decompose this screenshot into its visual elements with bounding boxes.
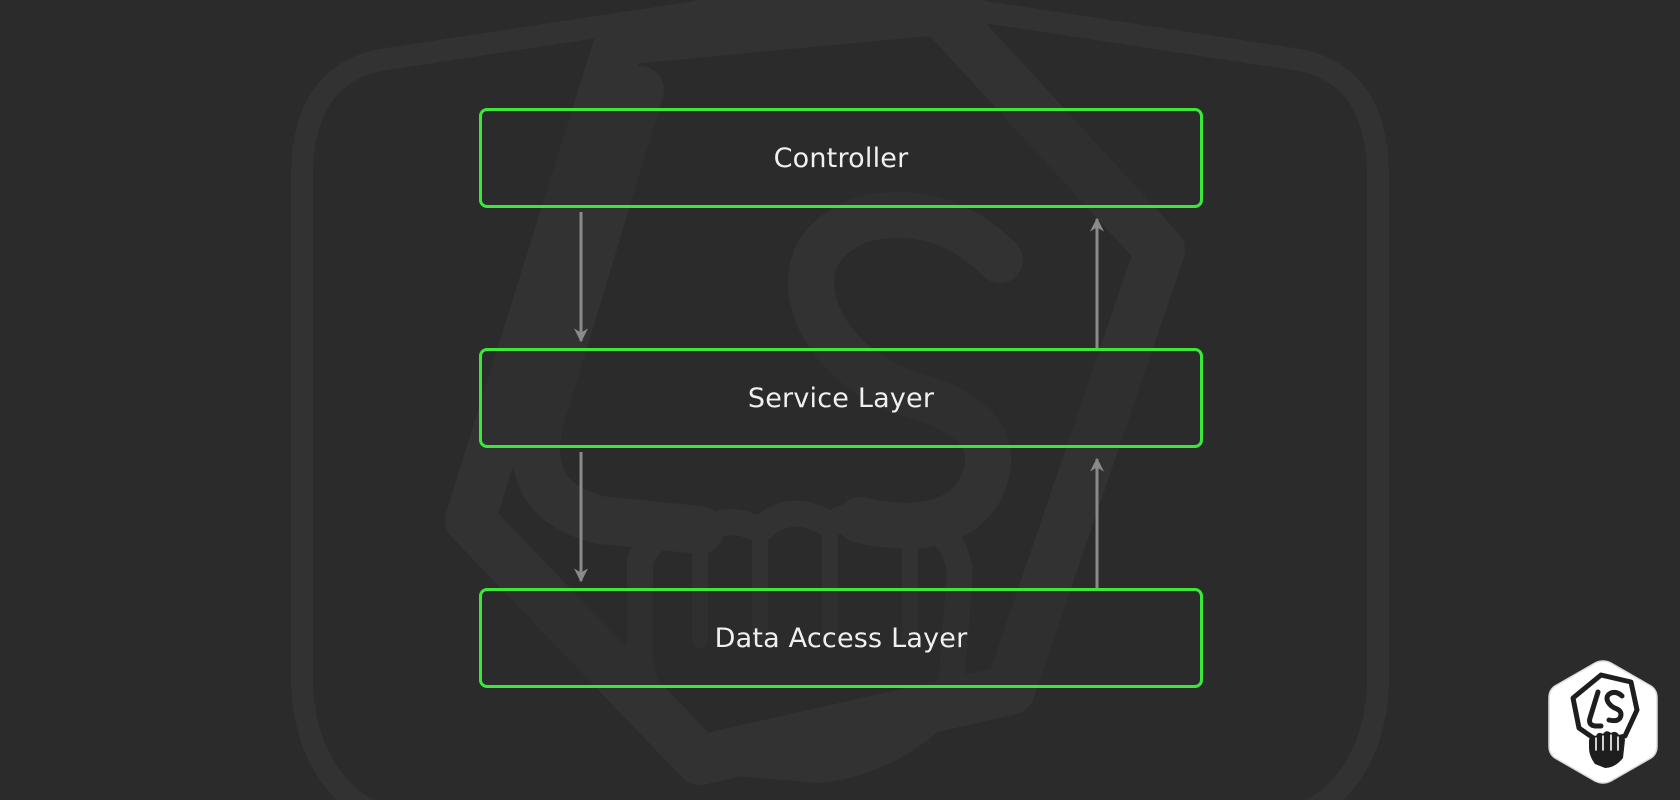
controller-box: Controller [479,108,1203,208]
nodejs-fist-logo-icon [1548,660,1658,784]
service-layer-box: Service Layer [479,348,1203,448]
data-access-layer-box: Data Access Layer [479,588,1203,688]
controller-label: Controller [773,142,909,174]
data-access-layer-label: Data Access Layer [714,622,968,654]
service-layer-label: Service Layer [747,382,935,414]
